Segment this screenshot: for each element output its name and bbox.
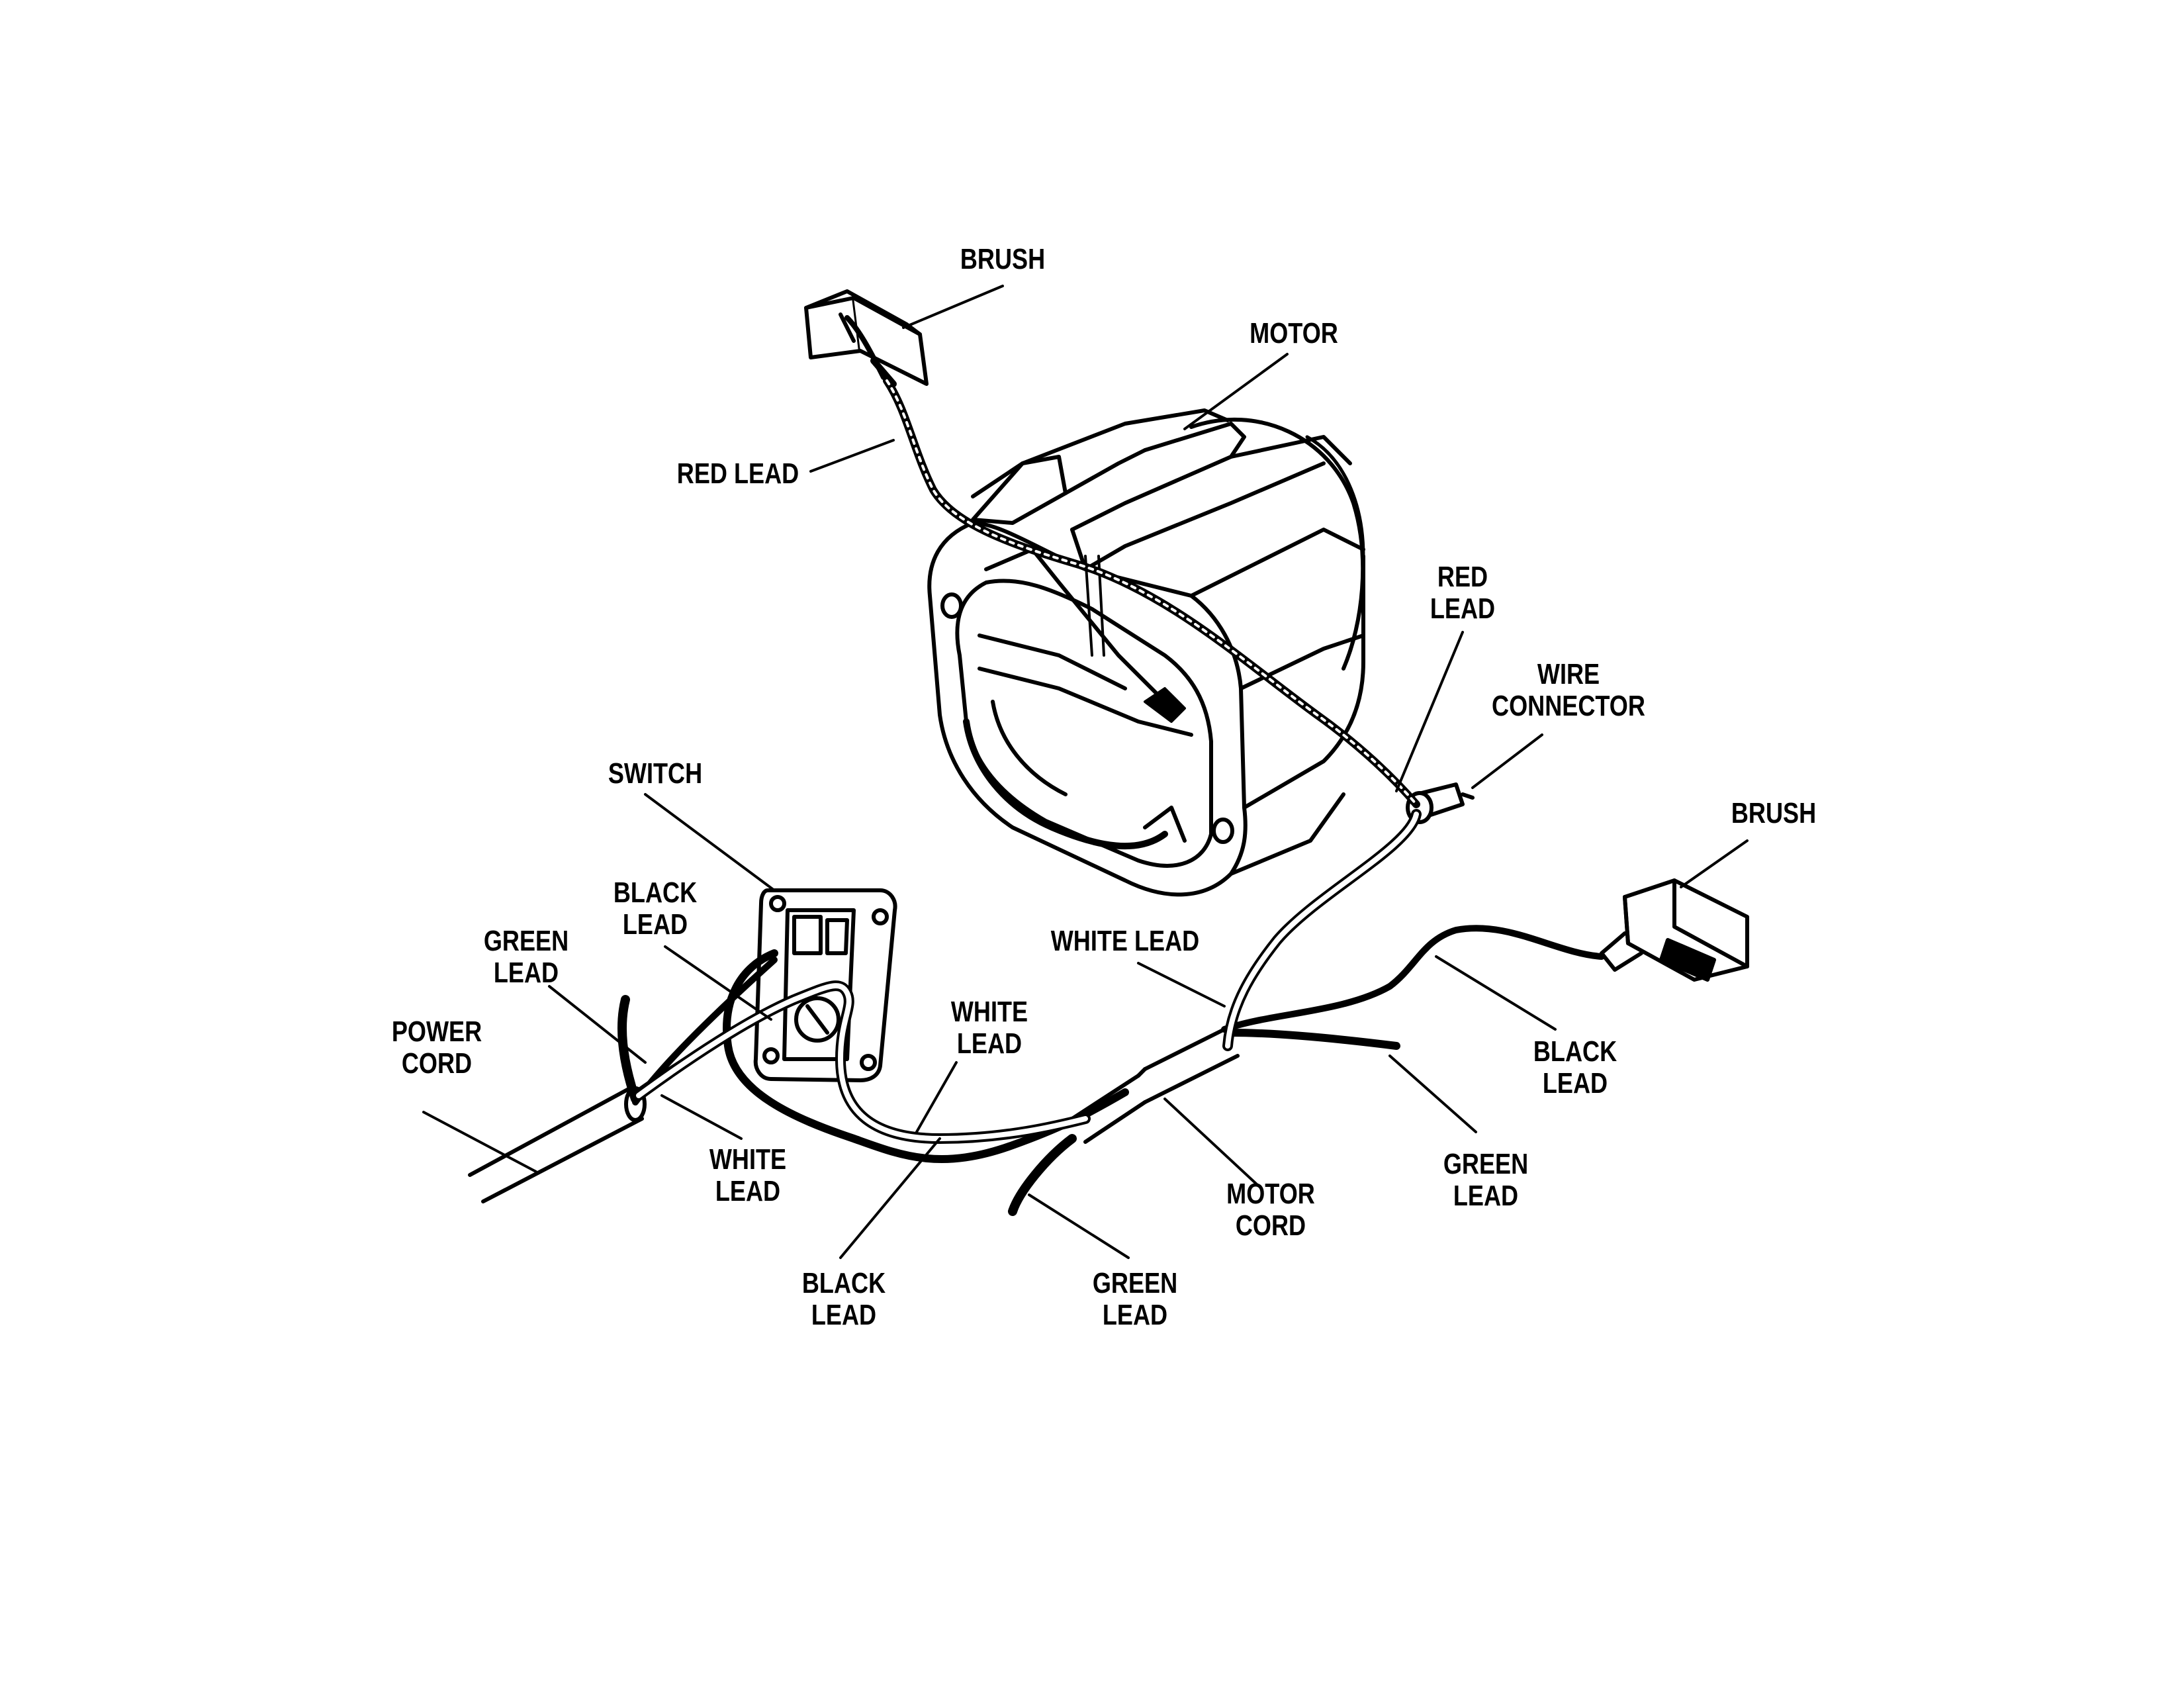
motor-stator (927, 408, 1365, 897)
right-brush (1600, 878, 1749, 982)
white-leads (633, 809, 1422, 1144)
top-brush (804, 289, 929, 387)
label-brush-right: BRUSH (1731, 797, 1817, 829)
label-red-lead-top: RED LEAD (676, 457, 799, 490)
label-white-lead-left: WHITE LEAD (709, 1143, 787, 1207)
label-green-lead-left: GREEN LEAD (483, 925, 569, 989)
label-power-cord: POWER CORD (391, 1015, 482, 1080)
label-black-lead-right: BLACK LEAD (1533, 1035, 1617, 1100)
label-green-lead-right: GREEN LEAD (1443, 1148, 1529, 1212)
label-motor-cord: MOTOR CORD (1226, 1178, 1315, 1242)
label-brush-top: BRUSH (960, 243, 1046, 275)
power-cord (468, 1086, 647, 1203)
label-motor: MOTOR (1250, 317, 1338, 350)
label-black-lead-bottom: BLACK LEAD (801, 1267, 886, 1331)
red-leads (883, 377, 1420, 808)
label-switch: SWITCH (608, 757, 703, 790)
label-white-lead-upper: WHITE LEAD (1050, 925, 1200, 957)
label-wire-connector: WIRE CONNECTOR (1492, 658, 1645, 722)
label-green-lead-bottom: GREEN LEAD (1092, 1267, 1178, 1331)
label-white-lead-middle: WHITE LEAD (950, 996, 1028, 1060)
label-black-lead-switch: BLACK LEAD (613, 876, 698, 941)
label-red-lead-right: RED LEAD (1430, 561, 1496, 625)
motor-cord (1070, 1024, 1240, 1144)
leader-lines (422, 285, 1749, 1259)
